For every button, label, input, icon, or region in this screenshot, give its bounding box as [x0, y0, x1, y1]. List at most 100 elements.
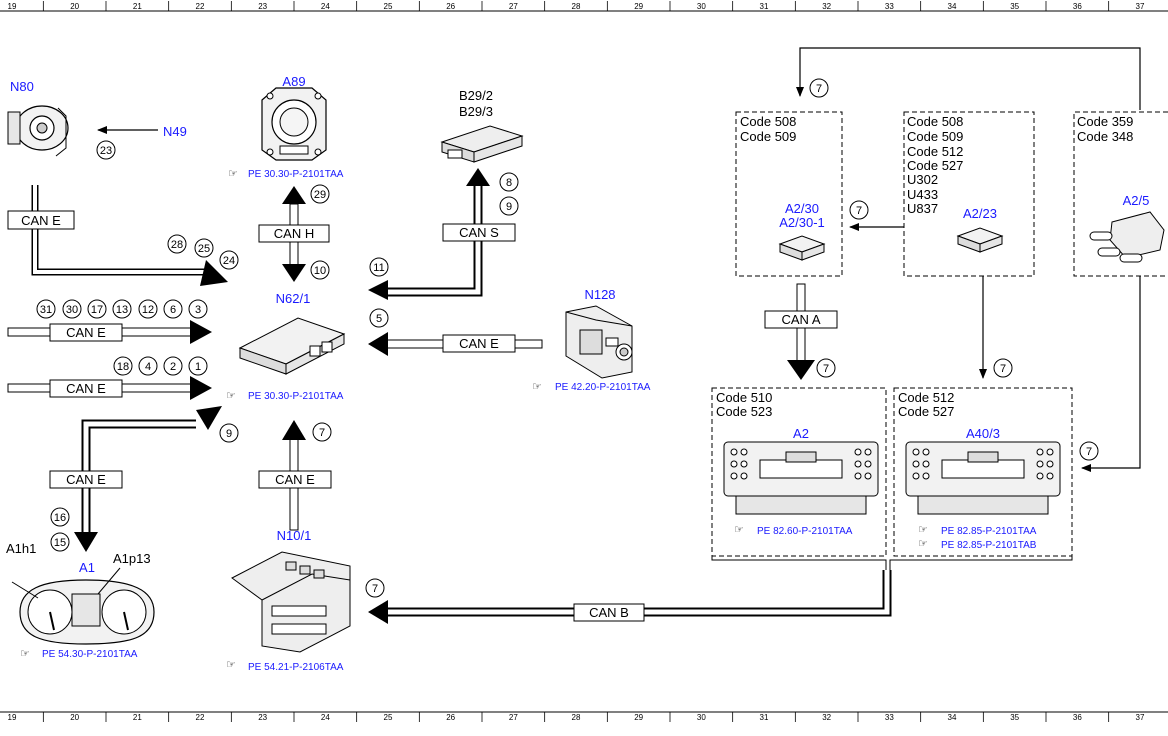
- a40-3-label: A40/3: [966, 426, 1000, 441]
- a2-5-to-a40-3-arrow: [1081, 276, 1141, 472]
- grid-number: 23: [258, 713, 267, 722]
- a40-3-ref-b: PE 82.85-P-2101TAB: [941, 540, 1037, 551]
- grid-number: 27: [509, 2, 518, 11]
- n49-label: N49: [163, 124, 187, 139]
- can-e-6-box: [258, 470, 332, 489]
- grid-number: 21: [133, 2, 142, 11]
- svg-text:9: 9: [226, 428, 232, 440]
- a40-3-ref-icon-a: ☞: [918, 524, 928, 536]
- circle-29: 29: [310, 184, 330, 204]
- a2-23-component: [956, 227, 1004, 253]
- box5-code-2: Code 527: [898, 404, 954, 419]
- can-e-4-box: [49, 379, 123, 398]
- n10-1-label: N10/1: [277, 528, 312, 543]
- svg-text:8: 8: [506, 177, 512, 189]
- circle-1: 1: [188, 356, 208, 376]
- box2-code-4: Code 527: [907, 158, 963, 173]
- svg-text:10: 10: [314, 265, 326, 277]
- a40-3-radio-component: [905, 441, 1061, 515]
- circle-8: 8: [499, 172, 519, 192]
- a2-30-1-label: A2/30-1: [779, 215, 825, 230]
- circle-18: 18: [113, 356, 133, 376]
- svg-text:3: 3: [195, 304, 201, 316]
- svg-text:1: 1: [195, 361, 201, 373]
- code-box-1: [735, 111, 843, 277]
- can-e-5-label: CAN E: [66, 472, 106, 487]
- box2-code-5: U302: [907, 172, 938, 187]
- svg-text:15: 15: [54, 537, 66, 549]
- a1-label: A1: [79, 560, 95, 575]
- box5-code-1: Code 512: [898, 390, 954, 405]
- can-h-box: [258, 224, 330, 243]
- code-box-2: [903, 111, 1035, 277]
- n128-component: [565, 305, 633, 379]
- circle-4: 4: [138, 356, 158, 376]
- a2-5-label: A2/5: [1123, 193, 1150, 208]
- n62-1-ref-icon: ☞: [226, 390, 236, 402]
- grid-number: 19: [8, 2, 17, 11]
- a2-30-label: A2/30: [785, 201, 819, 216]
- grid-number: 31: [760, 713, 769, 722]
- svg-text:28: 28: [171, 239, 183, 251]
- a1h1-label: A1h1: [6, 541, 36, 556]
- n62-1-ref: PE 30.30-P-2101TAA: [248, 391, 344, 402]
- svg-text:18: 18: [117, 361, 129, 373]
- grid-number: 35: [1010, 2, 1019, 11]
- a2-radio-component: [723, 441, 879, 515]
- svg-text:25: 25: [198, 243, 210, 255]
- box2-code-2: Code 509: [907, 129, 963, 144]
- circle-10: 10: [310, 260, 330, 280]
- can-e-5-box: [49, 470, 123, 489]
- svg-text:7: 7: [856, 205, 862, 217]
- circle-31: 31: [36, 299, 56, 319]
- svg-text:7: 7: [1000, 363, 1006, 375]
- n10-1-ref: PE 54.21-P-2106TAA: [248, 662, 344, 673]
- box3-code-1: Code 359: [1077, 114, 1133, 129]
- can-a-label: CAN A: [781, 312, 820, 327]
- can-e-4-label: CAN E: [66, 381, 106, 396]
- grid-number: 33: [885, 2, 894, 11]
- can-e-3-box: [49, 323, 123, 342]
- box1-code-1: Code 508: [740, 114, 796, 129]
- grid-number: 21: [133, 713, 142, 722]
- circle-13: 13: [112, 299, 132, 319]
- a2-ref: PE 82.60-P-2101TAA: [757, 526, 853, 537]
- n80-label: N80: [10, 79, 34, 94]
- a2-30-component: [778, 235, 826, 261]
- bottom-bracket: [711, 556, 1073, 570]
- code-box-3: [1073, 111, 1168, 277]
- circle-7b: 7: [365, 578, 385, 598]
- grid-number: 37: [1136, 713, 1145, 722]
- a89-label: A89: [282, 74, 305, 89]
- svg-text:13: 13: [116, 304, 128, 316]
- n10-1-ref-icon: ☞: [226, 659, 236, 671]
- svg-text:7: 7: [1086, 446, 1092, 458]
- circle-12: 12: [138, 299, 158, 319]
- grid-number: 23: [258, 2, 267, 11]
- svg-text:16: 16: [54, 512, 66, 524]
- can-e-6-label: CAN E: [275, 472, 315, 487]
- svg-text:17: 17: [91, 304, 103, 316]
- grid-number: 20: [70, 713, 79, 722]
- circle-7e: 7: [1079, 441, 1099, 461]
- svg-text:5: 5: [376, 313, 382, 325]
- n128-ref-icon: ☞: [532, 381, 542, 393]
- svg-text:24: 24: [223, 255, 235, 267]
- grid-number: 26: [446, 2, 455, 11]
- grid-number: 34: [948, 2, 957, 11]
- can-e-1-label: CAN E: [21, 213, 61, 228]
- can-e-3-label: CAN E: [66, 325, 106, 340]
- a1-component: [11, 567, 155, 645]
- grid-number: 30: [697, 2, 706, 11]
- box2-code-1: Code 508: [907, 114, 963, 129]
- circle-15: 15: [50, 532, 70, 552]
- grid-number: 33: [885, 713, 894, 722]
- grid-number: 28: [572, 2, 581, 11]
- grid-number: 35: [1010, 713, 1019, 722]
- can-h-label: CAN H: [274, 226, 314, 241]
- code-box-5: [893, 387, 1073, 557]
- grid-number: 22: [196, 713, 205, 722]
- box3-code-2: Code 348: [1077, 129, 1133, 144]
